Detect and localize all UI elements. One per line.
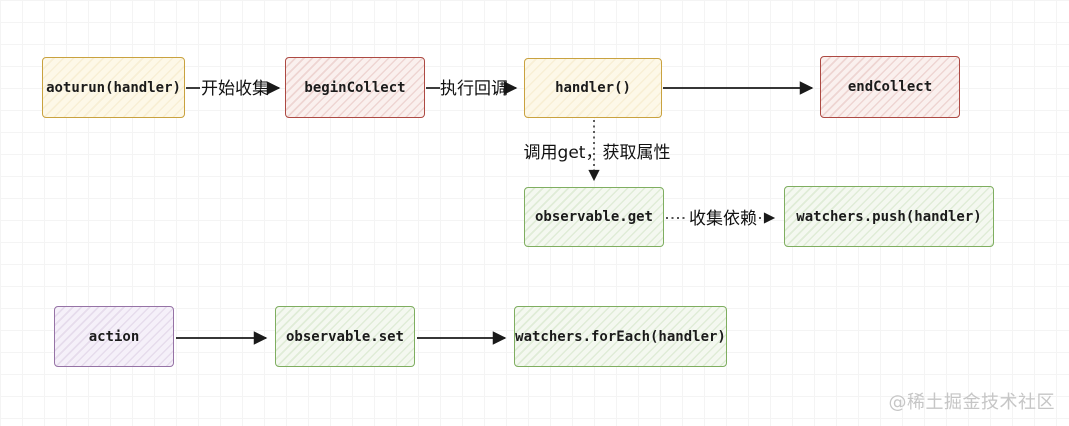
box-observable-set: observable.set (275, 306, 415, 367)
box-observable-get-label: observable.get (534, 209, 653, 225)
box-watchers-push: watchers.push(handler) (784, 186, 994, 247)
box-aoturun-label: aoturun(handler) (46, 79, 181, 96)
box-observable-set-label: observable.set (285, 328, 404, 345)
box-aoturun: aoturun(handler) (42, 57, 185, 118)
box-handler: handler() (524, 58, 662, 118)
edge-label-exec-callback: 执行回调 (440, 79, 508, 99)
box-watchers-foreach-label: watchers.forEach(handler) (515, 328, 726, 345)
box-watchers-foreach: watchers.forEach(handler) (514, 306, 727, 367)
box-action-label: action (88, 328, 140, 345)
box-observable-get: observable.get (524, 187, 664, 247)
edge-observable-get-watchers-push: 收集依赖 (666, 209, 776, 229)
box-endcollect: endCollect (820, 56, 960, 118)
edge-label-call-get: 调用get，获取属性 (524, 143, 671, 163)
box-endcollect-label: endCollect (847, 79, 933, 95)
edge-begincollect-handler: 执行回调 (426, 79, 518, 99)
box-begincollect-label: beginCollect (304, 79, 406, 96)
edge-label-collect-deps: 收集依赖 (689, 209, 757, 229)
box-begincollect: beginCollect (285, 57, 425, 118)
box-watchers-push-label: watchers.push(handler) (796, 208, 982, 225)
watermark: @稀土掘金技术社区 (888, 392, 1055, 413)
edge-aoturun-begincollect: 开始收集 (186, 79, 281, 99)
box-handler-label: handler() (555, 80, 631, 96)
box-action: action (54, 306, 174, 367)
edge-handler-observable-get: 调用get，获取属性 (524, 120, 671, 182)
edge-label-start-collect: 开始收集 (201, 79, 269, 99)
